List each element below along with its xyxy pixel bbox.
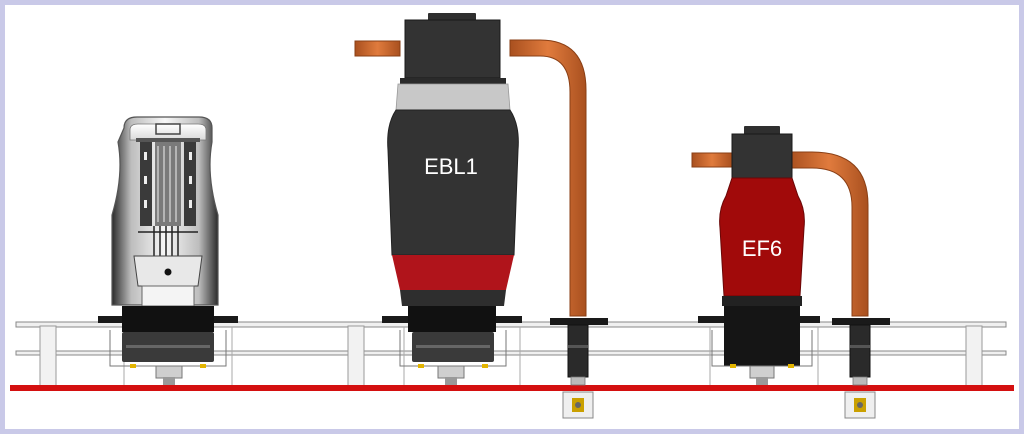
ef6-lead-wire	[789, 151, 869, 317]
ebl1-label: EBL1	[424, 154, 478, 179]
glass-tube	[98, 116, 238, 385]
ef6-label: EF6	[742, 236, 782, 261]
ebl1-tube: EBL1	[354, 13, 587, 385]
ef6-tube: EF6	[691, 126, 869, 385]
chassis-red-line	[10, 385, 1014, 391]
ebl1-cap-connector	[550, 318, 608, 419]
ebl1-lead-wire	[509, 39, 587, 317]
electrode-plates	[140, 142, 196, 226]
ef6-cap-connector	[832, 318, 890, 419]
